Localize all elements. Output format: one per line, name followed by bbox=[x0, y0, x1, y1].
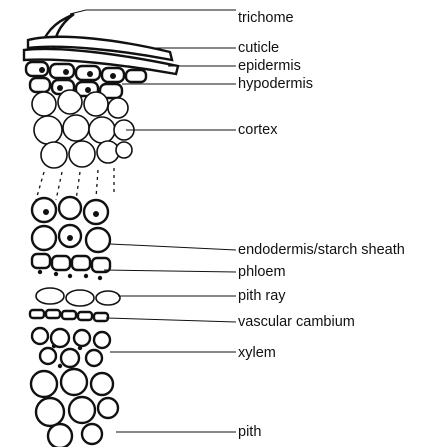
label-trichome: trichome bbox=[238, 10, 294, 26]
pith-cells bbox=[31, 369, 118, 447]
label-pith: pith bbox=[238, 424, 261, 440]
leader-endodermis bbox=[110, 244, 236, 250]
pith-ray-cells bbox=[36, 288, 120, 306]
vascular-cambium-cells bbox=[30, 310, 108, 321]
label-endodermis: endodermis/starch sheath bbox=[238, 242, 405, 258]
label-epidermis: epidermis bbox=[238, 58, 301, 74]
label-hypodermis: hypodermis bbox=[238, 76, 313, 92]
label-vascular-cambium: vascular cambium bbox=[238, 314, 355, 330]
label-xylem: xylem bbox=[238, 345, 276, 361]
lower-tissue-fragment bbox=[30, 197, 120, 447]
label-phloem: phloem bbox=[238, 264, 286, 280]
label-cuticle: cuticle bbox=[238, 40, 279, 56]
leader-trichome bbox=[70, 10, 236, 14]
upper-tissue-fragment bbox=[24, 14, 178, 200]
continuation-dashes bbox=[36, 168, 114, 200]
cortex-cells bbox=[32, 90, 134, 168]
xylem-cells bbox=[32, 328, 110, 368]
label-pith-ray: pith ray bbox=[238, 288, 286, 304]
leader-vascular-cambium bbox=[106, 318, 236, 322]
endodermis-cells bbox=[32, 197, 110, 252]
leader-phloem bbox=[104, 270, 236, 272]
phloem-cells bbox=[32, 254, 110, 280]
labels: trichome cuticle epidermis hypodermis co… bbox=[238, 10, 405, 440]
label-cortex: cortex bbox=[238, 122, 278, 138]
